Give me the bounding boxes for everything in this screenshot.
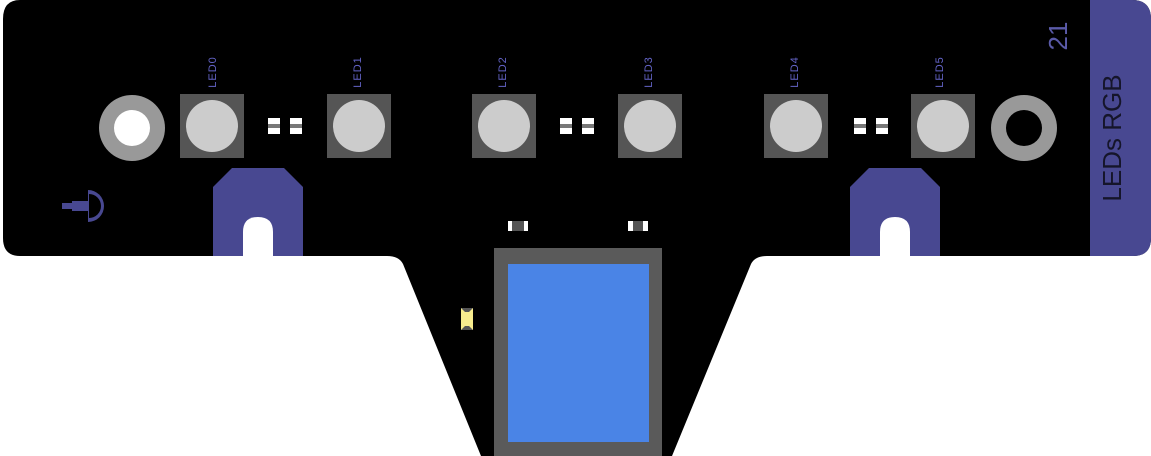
indicator-led: [461, 308, 473, 330]
led-label-3: LED3: [643, 56, 655, 88]
led-2: [472, 94, 536, 158]
led-label-1: LED1: [352, 56, 364, 88]
led-5: [911, 94, 975, 158]
connector: [494, 248, 662, 456]
smd-pads-1: [268, 118, 302, 134]
pcb-board: [3, 0, 1151, 456]
led-label-5: LED5: [934, 56, 946, 88]
side-tab: [1090, 0, 1151, 256]
led-label-4: LED4: [789, 56, 801, 88]
resistor-left: [508, 221, 528, 231]
mounting-tab-left: [213, 168, 303, 256]
smd-pads-2: [560, 118, 594, 134]
side-title: LEDs RGB: [1097, 74, 1127, 201]
led-label-2: LED2: [497, 56, 509, 88]
led-4: [764, 94, 828, 158]
mounting-hole-left: [99, 95, 165, 161]
board-number: 21: [1043, 22, 1073, 51]
resistor-right: [628, 221, 648, 231]
mounting-tab-right: [850, 168, 940, 256]
led-label-0: LED0: [207, 56, 219, 88]
mounting-hole-right: [991, 95, 1057, 161]
plug-icon: [62, 190, 104, 222]
led-1: [327, 94, 391, 158]
led-3: [618, 94, 682, 158]
led-0: [180, 94, 244, 158]
smd-pads-3: [854, 118, 888, 134]
